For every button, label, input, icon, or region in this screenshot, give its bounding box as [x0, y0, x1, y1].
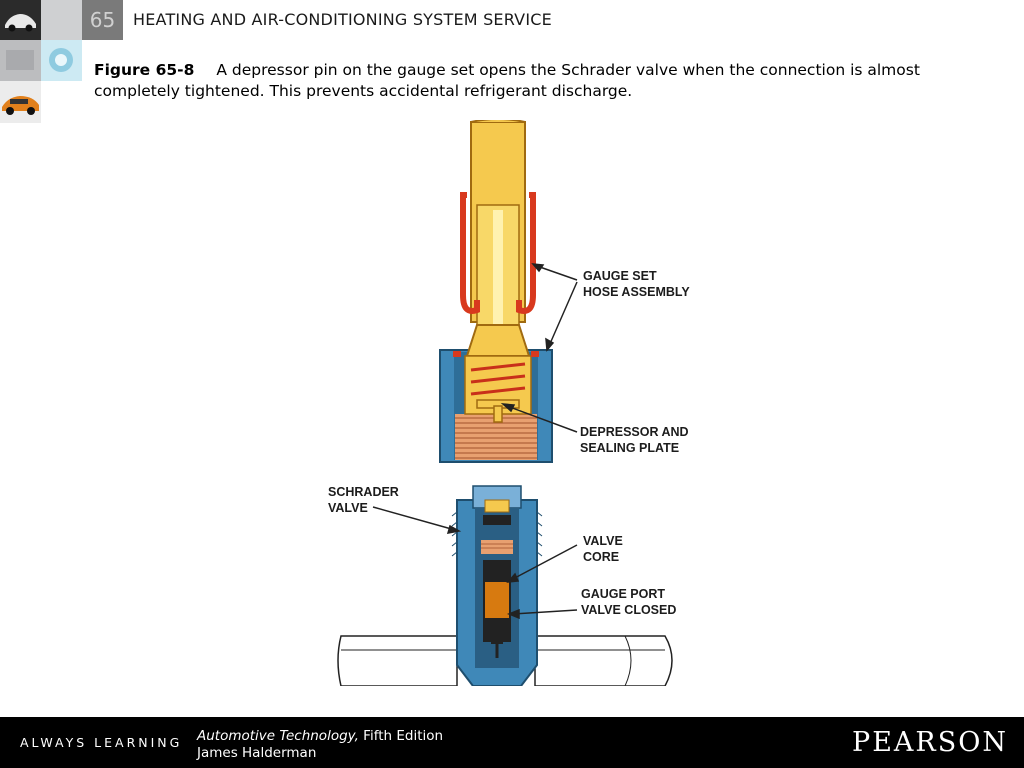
engine-thumbnail: [0, 40, 41, 81]
footer-tagline: ALWAYS LEARNING: [20, 735, 183, 750]
callout-schrader-line1: SCHRADER: [328, 485, 399, 499]
callout-gauge-set-line1: GAUGE SET: [583, 269, 657, 283]
chapter-number-box: 65: [82, 0, 123, 40]
refrigerant-line: [337, 635, 673, 687]
caption-text: A depressor pin on the gauge set opens t…: [94, 61, 920, 100]
footer-bar: ALWAYS LEARNING Automotive Technology, F…: [0, 717, 1024, 768]
callout-gauge-port-line1: GAUGE PORT: [581, 587, 665, 601]
callout-depressor-line2: SEALING PLATE: [580, 441, 679, 455]
chapter-title: HEATING AND AIR-CONDITIONING SYSTEM SERV…: [133, 10, 552, 29]
callout-depressor-line1: DEPRESSOR AND: [580, 425, 689, 439]
parts-thumbnail: [41, 0, 82, 40]
valve-core: [481, 499, 513, 658]
schrader-valve-illustration: GAUGE SET HOSE ASSEMBLY DEPRESSOR AND SE…: [325, 118, 725, 687]
callout-valve-core-line2: CORE: [583, 550, 619, 564]
callout-gauge-port-line2: VALVE CLOSED: [581, 603, 676, 617]
callout-leaders: [372, 263, 578, 620]
car-thumbnail-2: [0, 81, 41, 123]
hose-retaining-clip: [460, 192, 536, 314]
callout-schrader-line2: VALVE: [328, 501, 368, 515]
car-thumbnail-1: [0, 0, 41, 40]
figure-label: Figure 65-8: [94, 61, 195, 79]
book-edition: Fifth Edition: [358, 728, 444, 744]
gauge-hose-tube: [470, 118, 526, 330]
callout-valve-core-line1: VALVE: [583, 534, 623, 548]
gauge-coupler: [439, 324, 553, 463]
book-author: James Halderman: [197, 745, 317, 761]
footer-book-info: Automotive Technology, Fifth Edition Jam…: [197, 728, 443, 762]
publisher-logo: PEARSON: [852, 727, 1008, 758]
book-title: Automotive Technology,: [197, 728, 359, 744]
chapter-number: 65: [89, 8, 116, 32]
chapter-thumbnail-strip: [0, 0, 82, 124]
callout-gauge-set-line2: HOSE ASSEMBLY: [583, 285, 690, 299]
water-splash-thumbnail: [41, 40, 82, 81]
